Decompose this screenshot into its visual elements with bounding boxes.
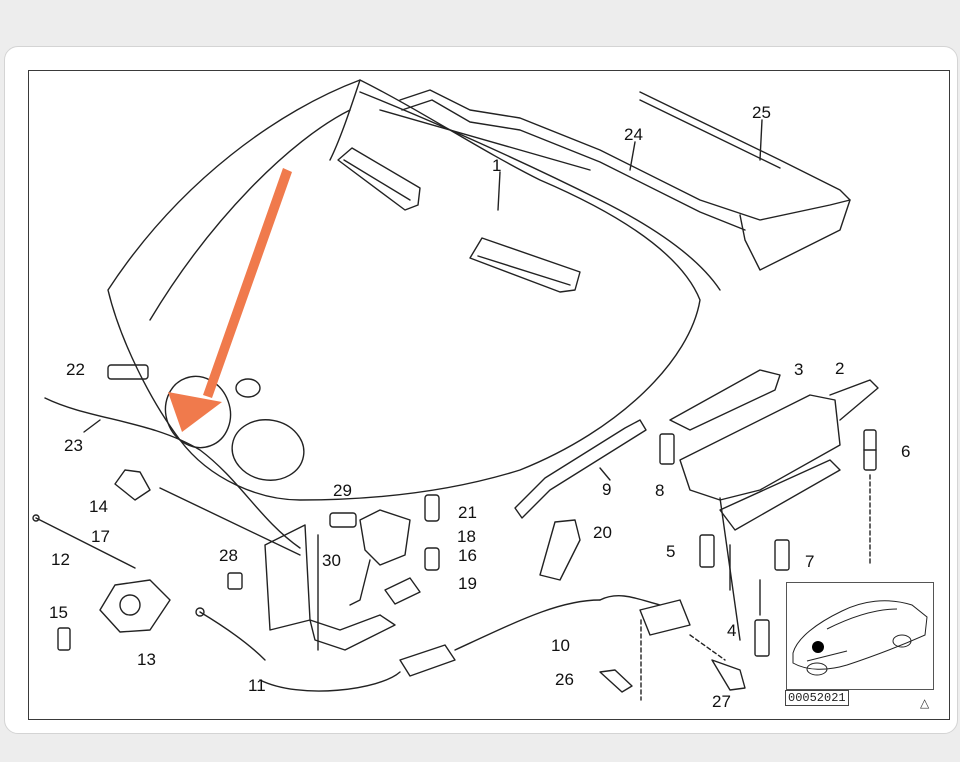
bolt-8 <box>659 433 675 465</box>
part-label-13: 13 <box>137 650 156 669</box>
part-label-3: 3 <box>794 360 804 379</box>
bolt-29 <box>329 512 357 528</box>
cable-11 <box>199 611 266 661</box>
part-label-6: 6 <box>901 442 911 461</box>
plate-19 <box>384 577 421 605</box>
part-label-23: 23 <box>64 436 83 455</box>
bolt-5 <box>699 534 715 568</box>
part-label-16: 16 <box>458 546 477 565</box>
bolt-4 <box>754 619 770 657</box>
safety-catch-14 <box>114 469 151 501</box>
part-label-12: 12 <box>51 550 70 569</box>
bolt-7 <box>774 539 790 571</box>
part-label-25: 25 <box>752 103 771 122</box>
part-label-18: 18 <box>457 527 476 546</box>
part-label-5: 5 <box>666 542 676 561</box>
part-label-15: 15 <box>49 603 68 622</box>
cable-23 <box>44 397 301 549</box>
part-label-7: 7 <box>805 552 815 571</box>
part-label-29: 29 <box>333 481 352 500</box>
gas-strut <box>514 419 647 519</box>
bmw-emblem <box>235 378 261 398</box>
seal-strip-25 <box>639 91 851 201</box>
part-label-10: 10 <box>551 636 570 655</box>
buffer-16 <box>424 547 440 571</box>
part-label-4: 4 <box>727 621 737 640</box>
catalog-code: 00052021 <box>785 690 849 706</box>
part-label-30: 30 <box>322 551 341 570</box>
hinge-assembly <box>669 369 781 431</box>
part-label-22: 22 <box>66 360 85 379</box>
part-label-28: 28 <box>219 546 238 565</box>
release-handle-20 <box>539 519 581 581</box>
part-label-19: 19 <box>458 574 477 593</box>
part-label-14: 14 <box>89 497 108 516</box>
screw-15 <box>57 627 71 651</box>
corner-mark: △ <box>920 696 930 710</box>
clip-22 <box>107 364 149 380</box>
part-label-20: 20 <box>593 523 612 542</box>
screw-27 <box>711 659 746 691</box>
highlight-arrow <box>168 168 292 432</box>
car-location-inset <box>786 582 934 690</box>
part-label-24: 24 <box>624 125 643 144</box>
part-label-27: 27 <box>712 692 731 711</box>
part-label-8: 8 <box>655 481 665 500</box>
part-label-17: 17 <box>91 527 110 546</box>
hood-vent-left <box>337 147 421 211</box>
latch-13 <box>99 579 171 633</box>
bowden-cable-10 <box>454 599 601 651</box>
part-label-9: 9 <box>602 480 612 499</box>
hood-vent-right <box>469 237 581 293</box>
latch-18 <box>359 509 411 566</box>
bolt-28 <box>227 572 243 590</box>
buffer-21 <box>424 494 440 522</box>
kidney-grille-right <box>231 419 305 481</box>
seal-strip-24 <box>399 89 851 271</box>
screw-26 <box>599 669 633 693</box>
car-outline-icon <box>792 600 928 676</box>
part-label-26: 26 <box>555 670 574 689</box>
part-label-21: 21 <box>458 503 477 522</box>
part-label-11: 11 <box>248 676 266 695</box>
part-label-2: 2 <box>835 359 845 378</box>
part-label-1: 1 <box>492 156 502 175</box>
rod-12 <box>35 517 136 569</box>
kidney-grille-left <box>164 375 232 449</box>
